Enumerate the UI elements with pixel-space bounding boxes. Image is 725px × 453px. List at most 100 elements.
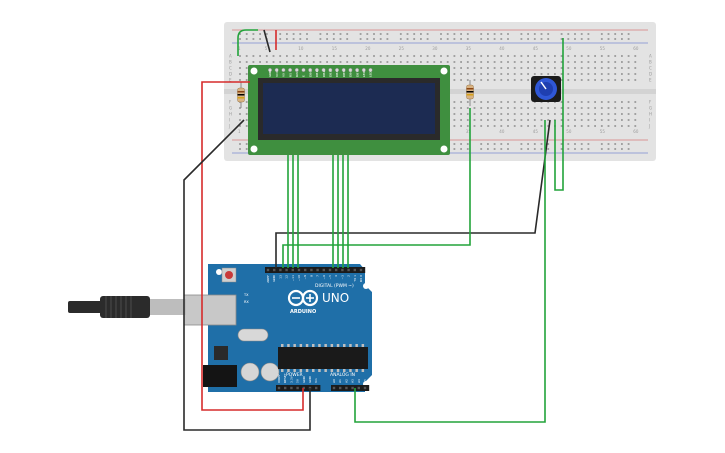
breadboard-hole[interactable] <box>533 55 536 57</box>
breadboard-hole[interactable] <box>567 119 570 121</box>
breadboard-hole[interactable] <box>574 148 576 150</box>
breadboard-hole[interactable] <box>614 107 617 109</box>
breadboard-hole[interactable] <box>547 148 550 150</box>
breadboard-hole[interactable] <box>359 33 362 35</box>
reset-button-cap[interactable] <box>225 271 233 279</box>
breadboard-hole[interactable] <box>440 33 442 35</box>
breadboard-hole[interactable] <box>580 61 583 63</box>
breadboard-hole[interactable] <box>527 38 529 40</box>
breadboard-hole[interactable] <box>265 55 268 57</box>
breadboard-hole[interactable] <box>299 61 302 63</box>
breadboard-hole[interactable] <box>587 55 590 57</box>
breadboard-hole[interactable] <box>634 79 637 81</box>
breadboard-hole[interactable] <box>627 143 630 145</box>
breadboard-hole[interactable] <box>480 107 483 109</box>
breadboard-hole[interactable] <box>614 101 617 103</box>
breadboard-hole[interactable] <box>574 33 576 35</box>
breadboard-hole[interactable] <box>527 125 529 127</box>
breadboard-hole[interactable] <box>580 38 583 40</box>
breadboard-hole[interactable] <box>560 73 563 75</box>
lcd-pin[interactable] <box>274 67 279 72</box>
breadboard-hole[interactable] <box>513 67 516 69</box>
breadboard-hole[interactable] <box>507 61 509 63</box>
breadboard-hole[interactable] <box>600 125 603 127</box>
breadboard-hole[interactable] <box>507 125 509 127</box>
breadboard-hole[interactable] <box>306 38 308 40</box>
wire-rail-green[interactable] <box>554 38 564 191</box>
breadboard-hole[interactable] <box>533 33 536 35</box>
breadboard-hole[interactable] <box>614 61 617 63</box>
breadboard-hole[interactable] <box>466 101 469 103</box>
breadboard-hole[interactable] <box>540 33 543 35</box>
breadboard-hole[interactable] <box>600 73 603 75</box>
breadboard-hole[interactable] <box>239 113 241 115</box>
breadboard-hole[interactable] <box>406 33 409 35</box>
breadboard-hole[interactable] <box>520 125 523 127</box>
breadboard-hole[interactable] <box>567 143 570 145</box>
breadboard-hole[interactable] <box>533 67 536 69</box>
breadboard-hole[interactable] <box>500 55 503 57</box>
breadboard-hole[interactable] <box>319 33 322 35</box>
breadboard-hole[interactable] <box>567 67 570 69</box>
breadboard-hole[interactable] <box>540 61 543 63</box>
breadboard-hole[interactable] <box>420 55 422 57</box>
header-pin[interactable] <box>322 268 325 272</box>
breadboard-hole[interactable] <box>520 148 523 150</box>
breadboard-hole[interactable] <box>480 33 483 35</box>
breadboard-hole[interactable] <box>473 119 476 121</box>
breadboard-hole[interactable] <box>547 119 550 121</box>
breadboard-hole[interactable] <box>600 38 603 40</box>
breadboard-hole[interactable] <box>245 101 248 103</box>
wire-5v-red[interactable] <box>201 81 304 411</box>
breadboard-hole[interactable] <box>560 148 563 150</box>
breadboard-hole[interactable] <box>580 143 583 145</box>
breadboard-hole[interactable] <box>567 38 570 40</box>
breadboard-hole[interactable] <box>607 148 610 150</box>
breadboard-hole[interactable] <box>507 148 509 150</box>
breadboard-hole[interactable] <box>574 125 576 127</box>
breadboard-hole[interactable] <box>440 38 442 40</box>
breadboard-hole[interactable] <box>500 107 503 109</box>
breadboard-hole[interactable] <box>587 33 590 35</box>
breadboard-hole[interactable] <box>239 125 241 127</box>
breadboard-hole[interactable] <box>574 79 576 81</box>
breadboard-hole[interactable] <box>607 73 610 75</box>
breadboard-hole[interactable] <box>607 125 610 127</box>
breadboard-hole[interactable] <box>560 67 563 69</box>
breadboard-hole[interactable] <box>353 61 355 63</box>
breadboard-hole[interactable] <box>460 125 462 127</box>
breadboard-hole[interactable] <box>460 119 462 121</box>
breadboard-hole[interactable] <box>607 61 610 63</box>
breadboard-hole[interactable] <box>399 55 402 57</box>
breadboard-hole[interactable] <box>634 67 637 69</box>
breadboard-hole[interactable] <box>513 119 516 121</box>
breadboard-hole[interactable] <box>580 55 583 57</box>
breadboard-hole[interactable] <box>574 55 576 57</box>
breadboard-hole[interactable] <box>493 33 496 35</box>
header-pin[interactable] <box>351 386 354 390</box>
breadboard-hole[interactable] <box>580 119 583 121</box>
breadboard-hole[interactable] <box>319 61 322 63</box>
breadboard-hole[interactable] <box>487 67 489 69</box>
header-pin[interactable] <box>310 268 313 272</box>
breadboard-hole[interactable] <box>500 67 503 69</box>
breadboard-hole[interactable] <box>453 101 456 103</box>
breadboard-hole[interactable] <box>527 33 529 35</box>
breadboard-hole[interactable] <box>466 61 469 63</box>
breadboard-hole[interactable] <box>433 55 436 57</box>
breadboard-hole[interactable] <box>480 67 483 69</box>
breadboard-hole[interactable] <box>533 38 536 40</box>
breadboard-hole[interactable] <box>607 143 610 145</box>
header-pin[interactable] <box>359 268 363 272</box>
breadboard-hole[interactable] <box>507 143 509 145</box>
header-pin[interactable] <box>290 386 293 390</box>
breadboard-hole[interactable] <box>453 73 456 75</box>
breadboard-hole[interactable] <box>332 33 335 35</box>
breadboard-hole[interactable] <box>607 119 610 121</box>
breadboard-hole[interactable] <box>245 113 248 115</box>
breadboard-hole[interactable] <box>594 107 596 109</box>
breadboard-hole[interactable] <box>580 67 583 69</box>
breadboard-hole[interactable] <box>326 55 328 57</box>
breadboard-hole[interactable] <box>339 33 342 35</box>
breadboard-hole[interactable] <box>453 119 456 121</box>
